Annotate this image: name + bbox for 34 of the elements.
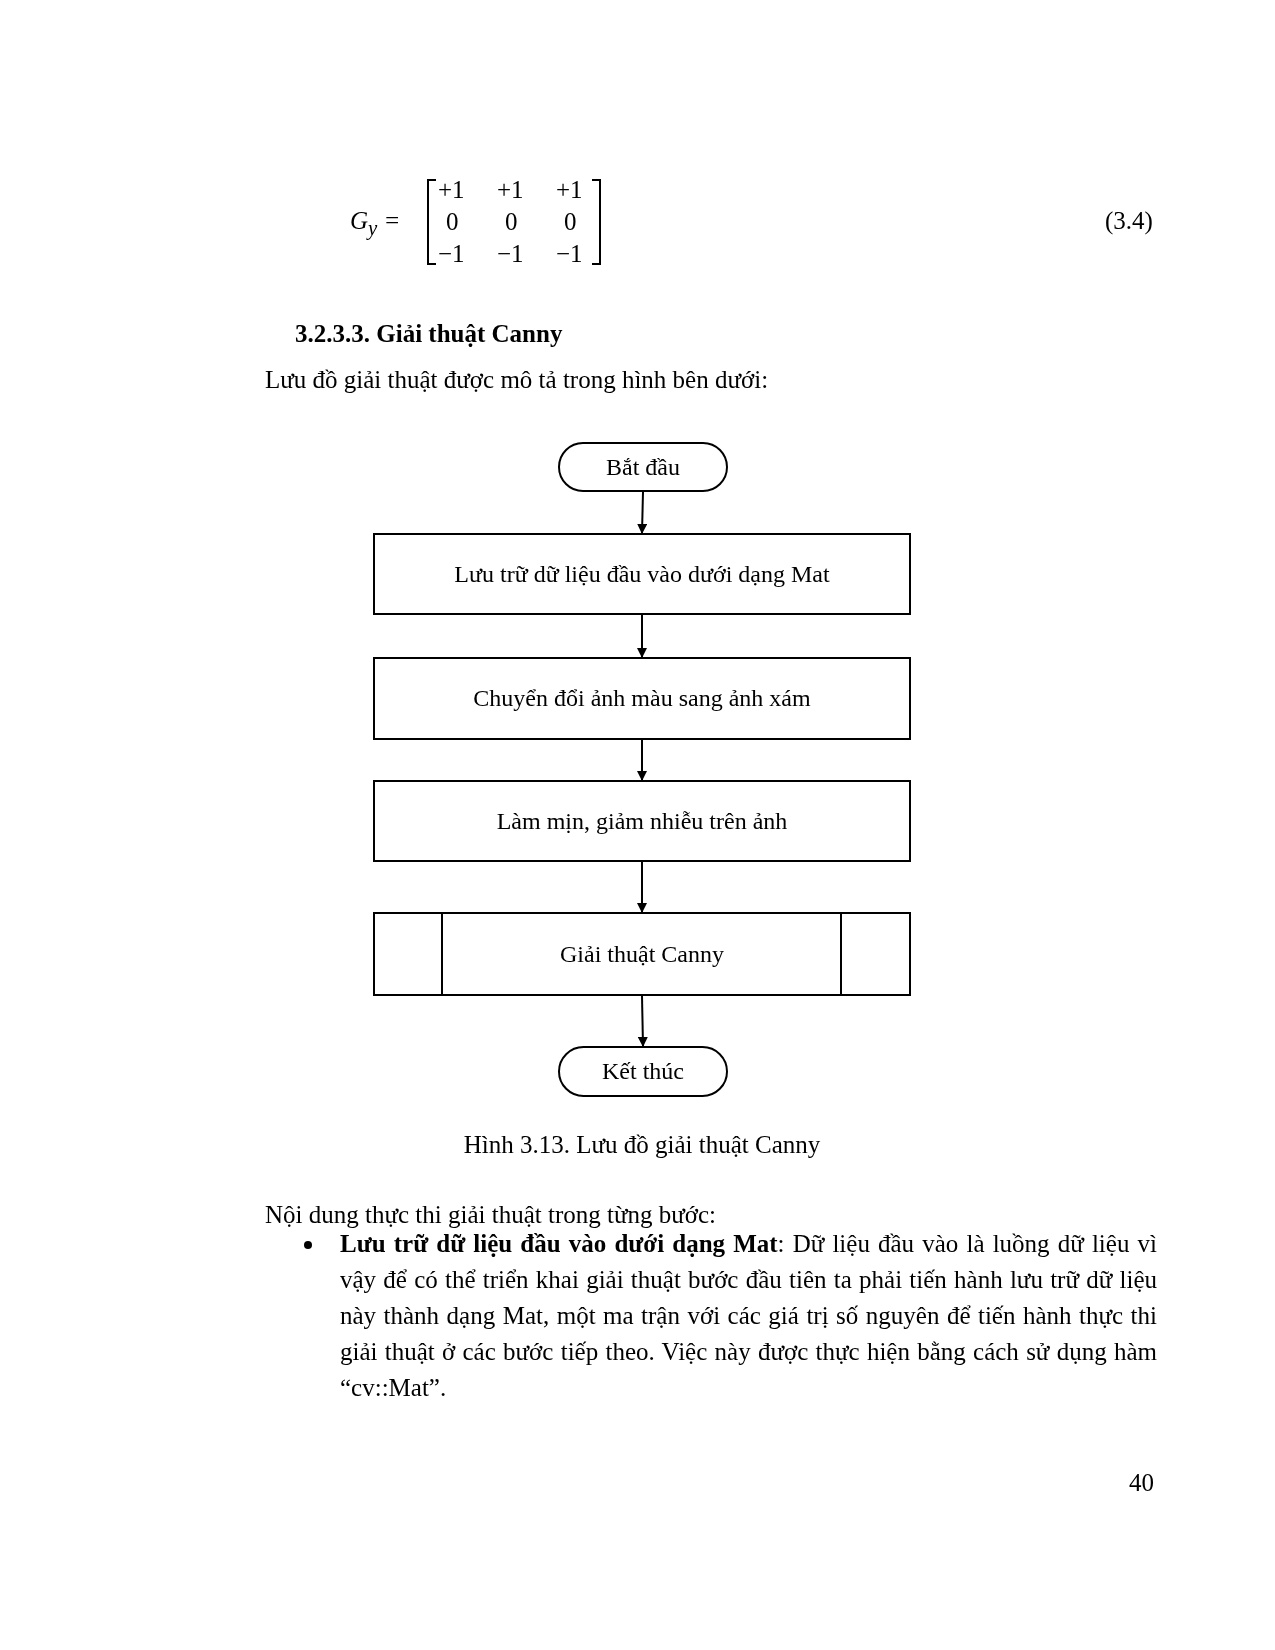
process-box bbox=[373, 657, 911, 740]
figure-caption: Hình 3.13. Lưu đồ giải thuật Canny bbox=[462, 1130, 822, 1160]
node-label: Giải thuật Canny bbox=[560, 940, 724, 968]
matrix-entry: +1 bbox=[556, 175, 583, 205]
matrix-entry: 0 bbox=[505, 207, 518, 237]
node-label: Kết thúc bbox=[602, 1058, 684, 1085]
matrix-entry: +1 bbox=[497, 175, 524, 205]
equation-lhs: G$_{y}$ = bbox=[350, 206, 401, 241]
terminal-box bbox=[558, 442, 728, 492]
matrix-entry: −1 bbox=[438, 239, 465, 269]
matrix-entry: 0 bbox=[446, 207, 459, 237]
paragraph: Lưu đồ giải thuật được mô tả trong hình bên dưới: bbox=[265, 365, 769, 395]
arrow bbox=[637, 614, 647, 658]
arrow bbox=[637, 739, 647, 781]
terminal-box bbox=[558, 1046, 728, 1097]
section-heading: 3.2.3.3. Giải thuật Canny bbox=[295, 319, 563, 349]
process-box bbox=[373, 780, 911, 862]
equation-number: (3.4) bbox=[1105, 206, 1153, 236]
matrix-entry: −1 bbox=[556, 239, 583, 269]
arrow bbox=[637, 861, 647, 913]
predefined-process-box bbox=[373, 912, 911, 996]
matrix-entry: 0 bbox=[564, 207, 577, 237]
node-label: Lưu trữ dữ liệu đầu vào dưới dạng Mat bbox=[454, 560, 830, 588]
paragraph: Nội dung thực thi giải thuật trong từng bước: bbox=[265, 1200, 717, 1230]
page-number: 40 bbox=[1129, 1468, 1154, 1498]
arrow bbox=[637, 491, 648, 534]
matrix-entry: +1 bbox=[438, 175, 465, 205]
bullet-paragraph: Lưu trữ dữ liệu đầu vào dưới dạng Mat: Dữ liệu đầu vào là luồng dữ liệu vì vậy để có thể triển khai giải thuật bước đầu tiên ta phải tiến hành lưu trữ dữ liệu này thành dạng Mat, một ma trận với các giá trị số nguyên để tiến hành thực thi giải thuật ở các bước tiếp theo. Việc này được thực hiện bằng cách sử dụng hàm “cv::Mat”. bbox=[340, 1229, 1157, 1403]
node-label: Bắt đầu bbox=[606, 453, 680, 481]
node-label: Làm mịn, giảm nhiễu trên ảnh bbox=[496, 807, 788, 835]
process-box bbox=[373, 533, 911, 615]
arrow bbox=[637, 995, 648, 1047]
matrix-entry: −1 bbox=[497, 239, 524, 269]
node-label: Chuyển đổi ảnh màu sang ảnh xám bbox=[473, 685, 811, 712]
